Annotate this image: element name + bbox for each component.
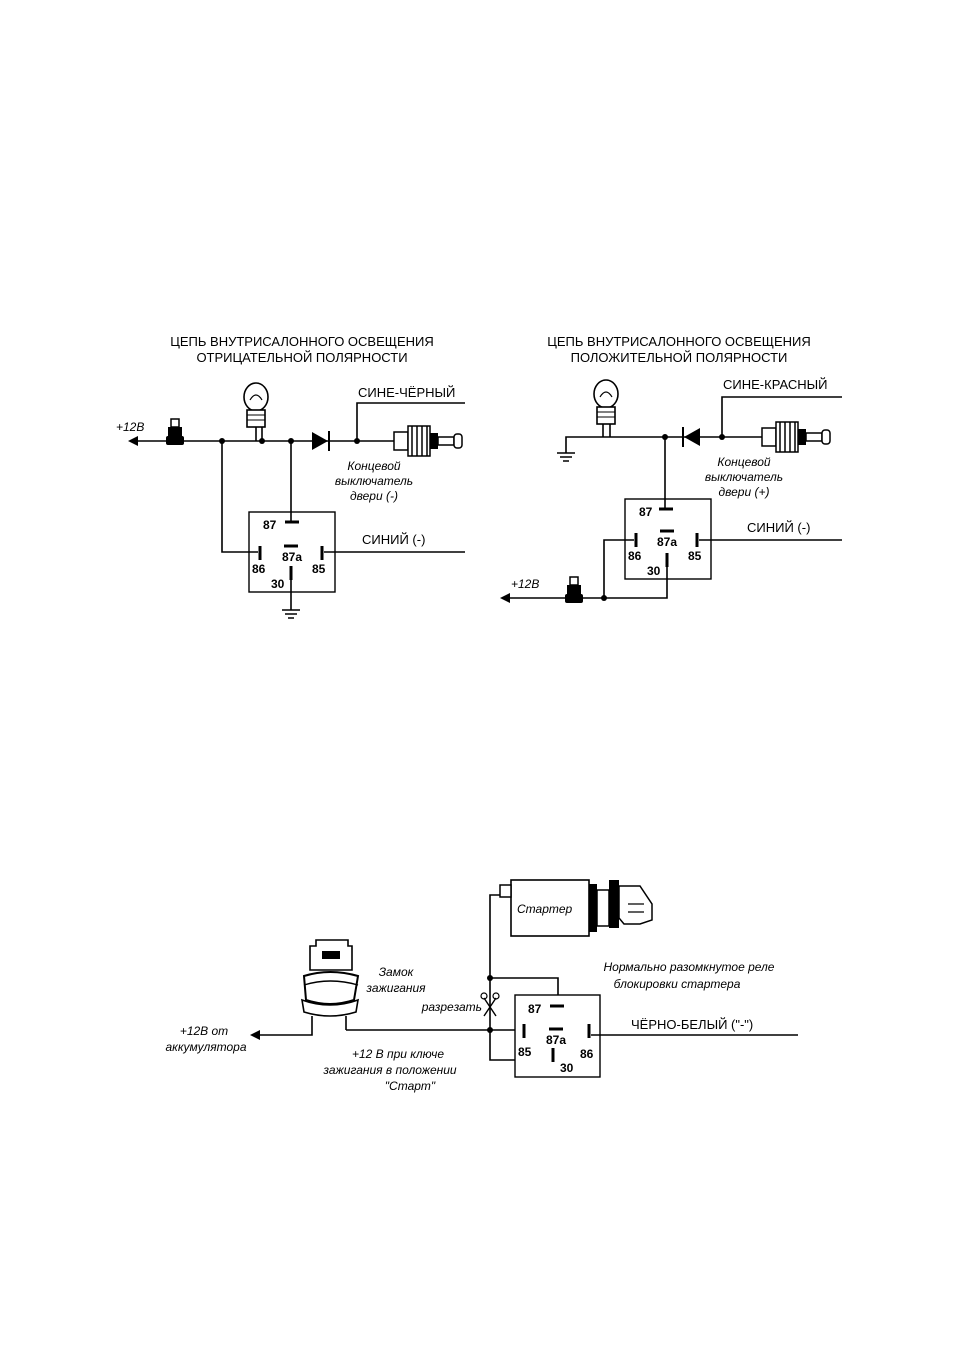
diode-icon — [312, 431, 330, 451]
diagram2-power-label: +12В — [511, 577, 539, 591]
relay2-pin-85: 85 — [688, 549, 702, 563]
relay-1: 87 87a 86 85 30 — [248, 511, 336, 593]
diagram2-switch-label-2: выключатель — [705, 470, 783, 484]
diagram2-title-line2: ПОЛОЖИТЕЛЬНОЙ ПОЛЯРНОСТИ — [571, 350, 788, 365]
relay-2: 87 87a 86 85 30 — [624, 498, 712, 580]
power-arrow-icon — [500, 593, 510, 603]
relay3-pin-86: 86 — [580, 1047, 594, 1061]
relay3-pin-87: 87 — [528, 1002, 542, 1016]
relay3-pin-87a: 87a — [546, 1033, 566, 1047]
diagram-starter-blocking: Стартер разрезать Замок зажигания +12В о… — [165, 879, 798, 1093]
diode-icon — [682, 427, 700, 447]
relay2-pin-86: 86 — [628, 549, 642, 563]
diagram2-title-line1: ЦЕПЬ ВНУТРИСАЛОННОГО ОСВЕЩЕНИЯ — [547, 334, 811, 349]
diagram2-switch-label-1: Концевой — [717, 455, 771, 469]
fuse-icon — [565, 576, 583, 603]
diagram1-switch-label-2: выключатель — [335, 474, 413, 488]
door-switch-icon — [393, 425, 463, 457]
relay2-pin-30: 30 — [647, 564, 661, 578]
lamp-icon — [593, 379, 619, 425]
diagram1-wire-top-label: СИНЕ-ЧЁРНЫЙ — [358, 385, 455, 400]
relay-label-1: Нормально разомкнутое реле — [604, 960, 775, 974]
diagram1-title-line1: ЦЕПЬ ВНУТРИСАЛОННОГО ОСВЕЩЕНИЯ — [170, 334, 434, 349]
starter-label: Стартер — [517, 902, 573, 916]
wire-relay-label: ЧЁРНО-БЕЛЫЙ ("-") — [631, 1017, 753, 1032]
starter-motor-icon — [499, 879, 653, 937]
fuse-icon — [166, 418, 184, 445]
power-arrow-icon — [128, 436, 138, 446]
relay1-pin-87a: 87a — [282, 550, 302, 564]
relay2-pin-87: 87 — [639, 505, 653, 519]
diagram1-title-line2: ОТРИЦАТЕЛЬНОЙ ПОЛЯРНОСТИ — [196, 350, 407, 365]
lock-label-2: зажигания — [365, 981, 426, 995]
ground-icon — [282, 609, 300, 619]
relay1-pin-85: 85 — [312, 562, 326, 576]
relay1-pin-30: 30 — [271, 577, 285, 591]
lamp-icon — [243, 382, 269, 428]
diagram1-switch-label-1: Концевой — [347, 459, 401, 473]
relay3-pin-85: 85 — [518, 1045, 532, 1059]
relay2-pin-87a: 87a — [657, 535, 677, 549]
diagram1-switch-label-3: двери (-) — [350, 489, 398, 503]
diagram1-power-label: +12В — [116, 420, 144, 434]
diagram2-switch-label-3: двери (+) — [719, 485, 770, 499]
ground-icon — [557, 452, 575, 462]
diagram-positive-polarity: ЦЕПЬ ВНУТРИСАЛОННОГО ОСВЕЩЕНИЯ ПОЛОЖИТЕЛ… — [500, 334, 842, 603]
ignition-lock-icon — [300, 939, 360, 1030]
relay1-pin-86: 86 — [252, 562, 266, 576]
door-switch-icon — [761, 421, 831, 453]
relay3-pin-30: 30 — [560, 1061, 574, 1075]
lock-label-1: Замок — [379, 965, 415, 979]
power-label-1: +12В от — [180, 1024, 228, 1038]
scissors-icon — [480, 992, 500, 1017]
relay-label-2: блокировки стартера — [614, 977, 741, 991]
relay-3: 87 87a 85 86 30 — [514, 994, 601, 1078]
start-label-1: +12 В при ключе — [352, 1047, 444, 1061]
cut-label: разрезать — [421, 1000, 482, 1014]
relay1-pin-87: 87 — [263, 518, 277, 532]
diagram-negative-polarity: ЦЕПЬ ВНУТРИСАЛОННОГО ОСВЕЩЕНИЯ ОТРИЦАТЕЛ… — [116, 334, 465, 619]
diagram1-wire-relay-label: СИНИЙ (-) — [362, 532, 425, 547]
diagram2-wire-relay-label: СИНИЙ (-) — [747, 520, 810, 535]
diagram2-wire-top-label: СИНЕ-КРАСНЫЙ — [723, 377, 828, 392]
start-label-3: "Старт" — [385, 1079, 436, 1093]
start-label-2: зажигания в положении — [322, 1063, 457, 1077]
power-arrow-icon — [250, 1030, 260, 1040]
power-label-2: аккумулятора — [165, 1040, 246, 1054]
